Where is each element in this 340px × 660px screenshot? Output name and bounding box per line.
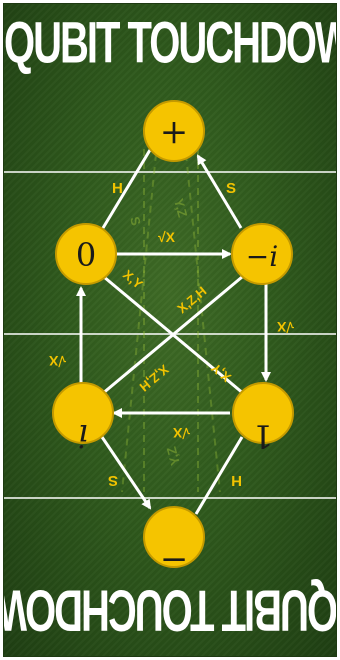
edge-label: X,Z,H [137, 362, 172, 395]
faint-label: Y,Z [171, 197, 190, 219]
faint-label: Y,Z [164, 445, 183, 467]
faint-lines [122, 149, 220, 492]
node-minus-i[interactable]: −i [232, 224, 292, 284]
edge-label: √X [158, 229, 176, 245]
edge-label: H [112, 180, 123, 197]
node-label: 0 [76, 236, 96, 274]
edge-label: √X [172, 425, 190, 441]
state-graph: S Y,Z Y,Z H S √X X,Y X,Z,H √X √X X,Z,H X… [4, 4, 337, 657]
edge-label: S [226, 180, 236, 197]
node-one[interactable]: 1 [233, 383, 293, 455]
node-label: −i [246, 240, 278, 273]
node-plus[interactable]: + [144, 101, 204, 161]
node-label: − [160, 540, 189, 580]
node-zero[interactable]: 0 [56, 224, 116, 284]
game-title-inverted: QUBIT TOUCHDOWN [4, 576, 337, 641]
node-label: i [78, 417, 88, 455]
node-label: 1 [253, 417, 273, 455]
edge-label: X,Z,H [174, 283, 209, 316]
node-i[interactable]: i [53, 383, 113, 455]
edge-label: S [108, 472, 118, 489]
faint-label: S [127, 215, 144, 228]
edge-label: √X [276, 319, 294, 335]
node-label: + [160, 112, 189, 152]
game-board: QUBIT TOUCHDOWN [3, 3, 337, 657]
node-minus[interactable]: − [144, 507, 204, 580]
edge-label: H [231, 472, 242, 489]
edge-label: √X [48, 353, 66, 369]
